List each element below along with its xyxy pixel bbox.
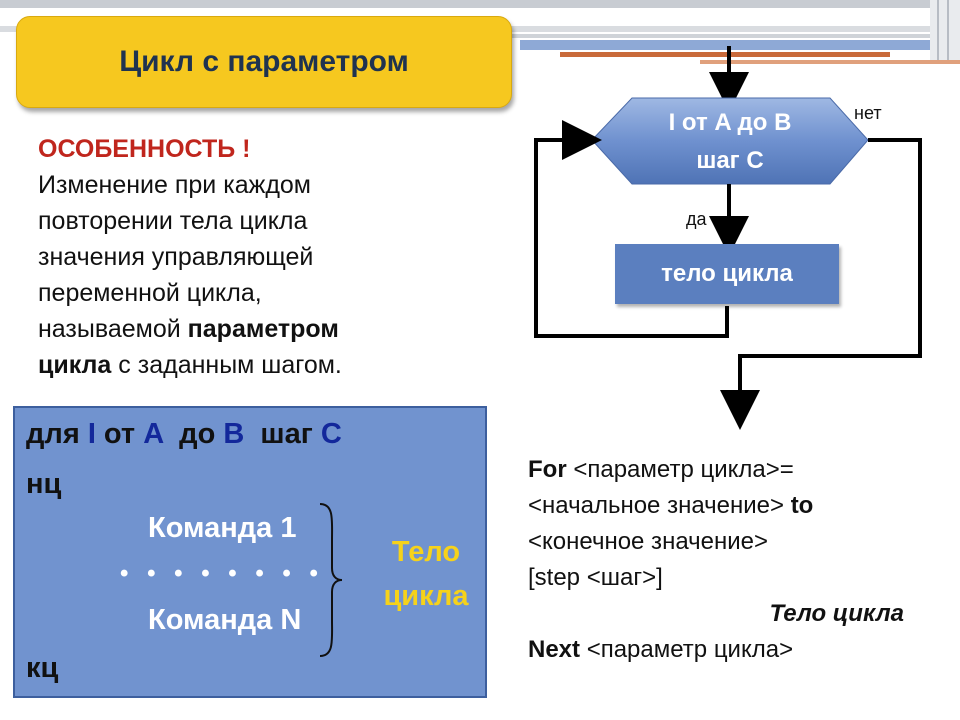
- kw-from: от: [95, 418, 144, 450]
- loop-body-label-line-2: цикла: [383, 580, 469, 612]
- loop-body-block-label: тело цикла: [661, 260, 793, 287]
- var-b: B: [223, 418, 245, 450]
- loop-body-label-line-1: Тело: [391, 536, 461, 568]
- pseudocode-begin: нц: [26, 468, 62, 500]
- basic-loop-body: Тело цикла: [769, 600, 904, 627]
- pseudocode-box: [13, 406, 487, 698]
- loop-condition-line-2: шаг C: [696, 147, 764, 174]
- basic-line-4: [step <шаг>]: [528, 564, 663, 591]
- curly-brace-icon: [319, 503, 343, 657]
- pseudocode-end: кц: [26, 652, 59, 684]
- yes-branch-label: да: [686, 209, 707, 229]
- feature-heading: ОСОБЕННОСТЬ !: [38, 135, 251, 163]
- exit-line: [720, 138, 922, 430]
- feature-line-2: повторении тела цикла: [38, 207, 308, 235]
- pseudocode-command-n: Команда N: [148, 604, 302, 636]
- feature-line-5-text: называемой: [38, 315, 188, 343]
- basic-line-2-text: <начальное значение>: [528, 492, 791, 519]
- pseudocode-ellipsis: • • • • • • • •: [120, 560, 324, 587]
- kw-step: шаг: [244, 418, 321, 450]
- basic-syntax: For <параметр цикла>= <начальное значени…: [528, 452, 948, 668]
- basic-line-1-text: <параметр цикла>=: [566, 456, 794, 483]
- var-a: A: [143, 418, 164, 450]
- var-i: I: [87, 418, 96, 450]
- feature-description: ОСОБЕННОСТЬ ! Изменение при каждом повто…: [38, 131, 438, 383]
- feature-term-parameter: параметром: [187, 315, 339, 343]
- no-branch-label: нет: [854, 103, 882, 123]
- feature-line-4: переменной цикла,: [38, 279, 262, 307]
- slide-title: Цикл с параметром: [119, 45, 409, 78]
- loop-back-line: [534, 120, 729, 338]
- loop-body-label: Тело цикла: [370, 530, 482, 618]
- feature-line-6-text: с заданным шагом.: [111, 351, 342, 379]
- var-c: C: [320, 418, 342, 450]
- basic-line-1: For <параметр цикла>=: [528, 452, 948, 488]
- pseudocode-command-1: Команда 1: [148, 512, 297, 544]
- loop-condition-label: I от A до B шаг C: [612, 104, 848, 180]
- feature-line-5: называемой параметром: [38, 311, 438, 347]
- feature-line-1: Изменение при каждом: [38, 171, 311, 199]
- kw-for: для: [26, 418, 88, 450]
- feature-line-3: значения управляющей: [38, 243, 314, 271]
- basic-line-3: <конечное значение>: [528, 528, 769, 555]
- kw-basic-for: For: [528, 456, 567, 483]
- slide-title-box: Цикл с параметром: [16, 16, 512, 108]
- basic-line-next: Next <параметр цикла>: [528, 632, 948, 668]
- feature-line-6: цикла с заданным шагом.: [38, 347, 438, 383]
- kw-to: до: [163, 418, 224, 450]
- loop-body-block: тело цикла: [615, 244, 839, 304]
- basic-line-next-text: <параметр цикла>: [580, 636, 794, 663]
- basic-line-2: <начальное значение> to: [528, 488, 948, 524]
- kw-basic-to: to: [790, 492, 814, 519]
- pseudocode-header: для I от A до B шаг C: [26, 418, 342, 451]
- feature-term-cycle: цикла: [38, 351, 112, 379]
- kw-basic-next: Next: [528, 636, 581, 663]
- loop-condition-line-1: I от A до B: [668, 109, 792, 136]
